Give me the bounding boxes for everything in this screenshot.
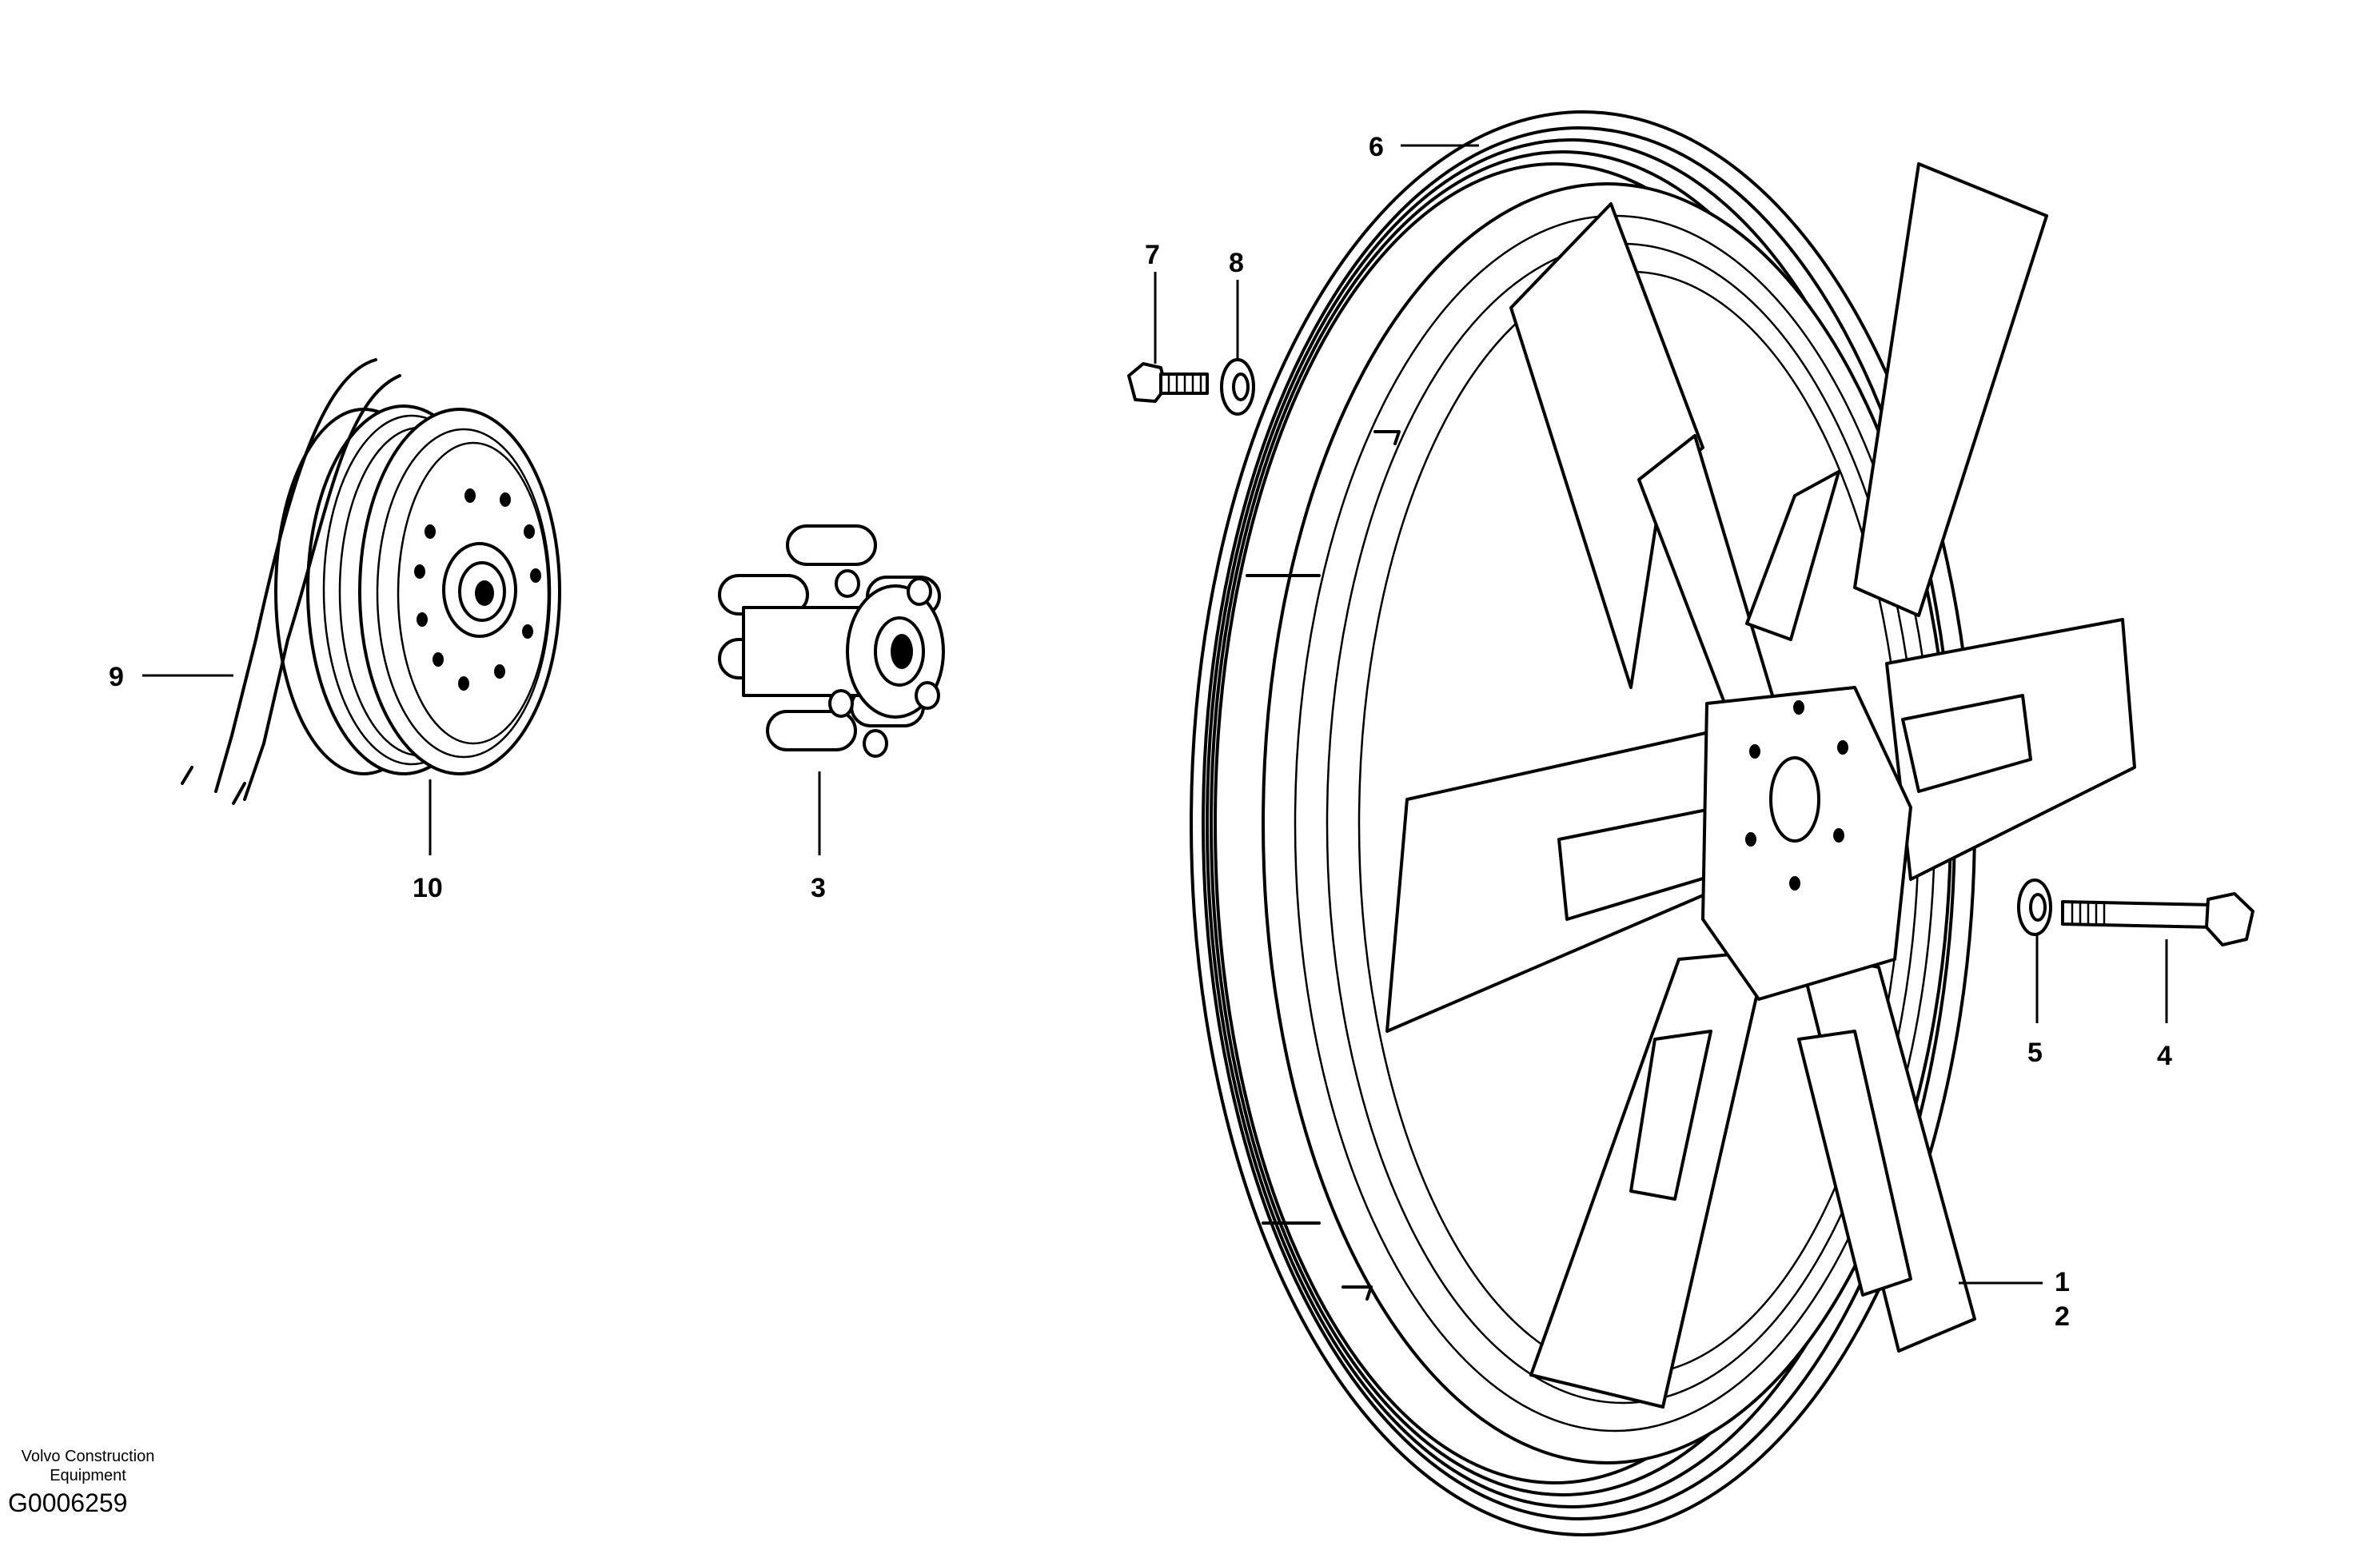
washer-part-8 [1220,358,1255,416]
callout-2: 2 [2055,1301,2070,1332]
brand-line-2: Equipment [50,1467,126,1484]
leader-lines [142,144,2168,1285]
brand-caption: Volvo Construction Equipment [8,1447,168,1485]
hex-bolt-part-4 [2061,892,2254,946]
callout-8: 8 [1229,248,1244,278]
hex-bolt-part-7 [1127,362,1209,403]
callout-10: 10 [413,873,443,903]
pulley-bolt-holes [414,488,541,691]
callout-5: 5 [2027,1038,2043,1068]
fan-hub-holes [1745,700,1848,891]
callout-labels: 6 7 8 9 10 3 5 4 1 2 [109,132,2172,1332]
washer-part-5 [2017,879,2052,936]
callout-9: 9 [109,662,124,692]
fan-part [1385,162,2136,1409]
pulley-part [274,404,561,775]
callout-7: 7 [1145,240,1160,270]
callout-1: 1 [2055,1267,2070,1297]
brand-line-1: Volvo Construction [21,1448,155,1465]
callout-3: 3 [811,873,826,903]
spacer-part [718,524,945,758]
drawing-number: G0006259 [8,1488,128,1517]
v-belt-part [181,358,401,805]
callout-4: 4 [2157,1041,2172,1071]
callout-6: 6 [1369,132,1384,162]
